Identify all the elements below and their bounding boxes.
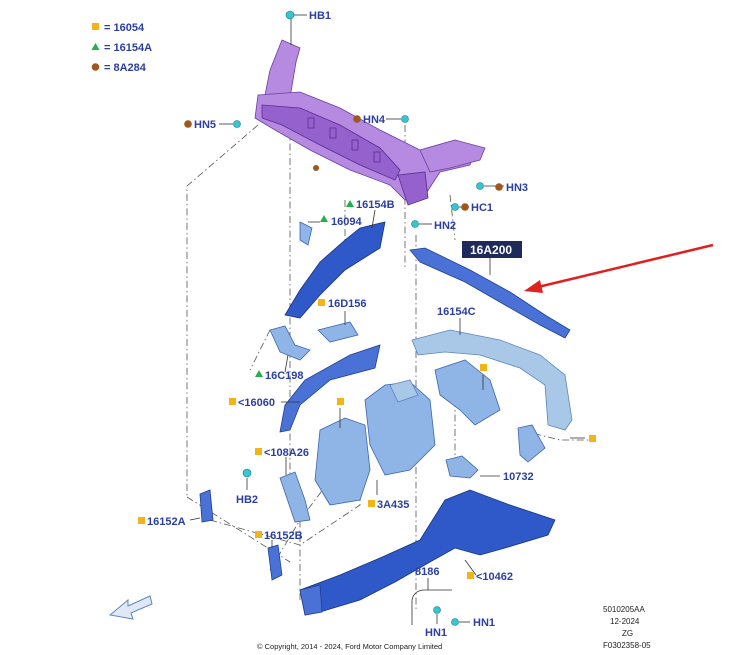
label-hc1: HC1	[471, 202, 493, 214]
legend-triangle-icon	[91, 43, 100, 50]
footer-code-4: F0302358-05	[603, 641, 651, 650]
bolt-icon	[285, 10, 295, 20]
square-marker-icon	[467, 572, 474, 579]
square-marker-icon	[138, 517, 145, 524]
label-16c198: 16C198	[265, 370, 304, 382]
footer-code-1: 5010205AA	[603, 605, 645, 614]
copyright-text: © Copyright, 2014 - 2024, Ford Motor Com…	[257, 642, 442, 651]
triangle-marker-icon	[346, 200, 354, 207]
square-marker-icon	[368, 500, 375, 507]
triangle-marker-icon	[255, 370, 263, 377]
square-marker-icon	[480, 364, 487, 371]
label-10732: 10732	[503, 471, 534, 483]
part-labels: HB1 HN5 HN4 HN3 HC1 HN2 16154B 16094 16A…	[147, 10, 534, 639]
leader-lines	[189, 14, 585, 624]
clip-icon	[313, 165, 319, 171]
bolt-icon	[233, 120, 241, 128]
label-3a435: 3A435	[377, 499, 409, 511]
label-16060: <16060	[238, 397, 275, 409]
circle-marker-icon	[461, 203, 469, 211]
square-marker-icon	[318, 299, 325, 306]
red-callout-arrow-icon	[524, 243, 714, 293]
footer-code-2: 12-2024	[610, 617, 640, 626]
label-108a26: <108A26	[264, 447, 309, 459]
highlight-box-16a200	[462, 241, 522, 258]
legend-label-16154a: = 16154A	[104, 42, 152, 54]
legend-square-icon	[92, 23, 99, 30]
label-hn3: HN3	[506, 182, 528, 194]
square-marker-icon	[255, 531, 262, 538]
bolt-icon	[401, 115, 409, 123]
bolt-icon	[451, 618, 459, 626]
bolt-icon	[411, 220, 419, 228]
label-hb2: HB2	[236, 494, 258, 506]
legend: = 16054 = 16154A = 8A284	[91, 22, 152, 74]
square-marker-icon	[589, 435, 596, 442]
radiator-support-upper	[254, 39, 486, 206]
label-hn1-a: HN1	[425, 627, 447, 639]
square-marker-icon	[337, 398, 344, 405]
footer: © Copyright, 2014 - 2024, Ford Motor Com…	[257, 605, 651, 651]
fasteners	[233, 10, 484, 626]
square-marker-icon	[255, 448, 262, 455]
label-hb1: HB1	[309, 10, 331, 22]
bolt-icon	[433, 606, 441, 614]
triangle-marker-icon	[320, 215, 328, 222]
legend-circle-icon	[91, 63, 100, 71]
label-16154b: 16154B	[356, 199, 395, 211]
label-8186: 8186	[415, 566, 439, 578]
bolt-icon	[451, 203, 459, 211]
circle-marker-icon	[184, 120, 192, 128]
label-hn5: HN5	[194, 119, 216, 131]
body-parts	[199, 221, 573, 625]
markers	[138, 115, 596, 579]
label-10462: <10462	[476, 571, 513, 583]
bolt-icon	[476, 182, 484, 190]
label-16a200: 16A200	[470, 243, 512, 257]
front-direction-arrow-icon	[108, 595, 153, 620]
label-16152a: 16152A	[147, 516, 186, 528]
label-hn4: HN4	[363, 114, 386, 126]
label-16154c: 16154C	[437, 306, 476, 318]
circle-marker-icon	[353, 115, 361, 123]
bolt-icon	[242, 468, 252, 478]
label-16152b: 16152B	[264, 530, 303, 542]
label-hn2: HN2	[434, 220, 456, 232]
label-16094: 16094	[331, 216, 362, 228]
legend-label-8a284: = 8A284	[104, 62, 147, 74]
label-16d156: 16D156	[328, 298, 367, 310]
legend-label-16054: = 16054	[104, 22, 145, 34]
label-hn1-b: HN1	[473, 617, 495, 629]
footer-code-3: ZG	[622, 629, 633, 638]
circle-marker-icon	[495, 183, 503, 191]
square-marker-icon	[229, 398, 236, 405]
